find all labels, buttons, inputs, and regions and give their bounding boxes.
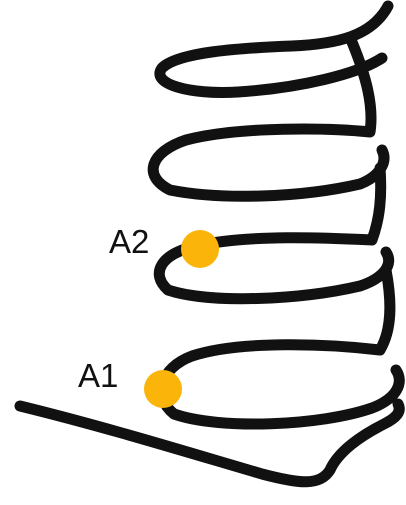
point-a1-marker — [144, 370, 182, 408]
point-a2-label: A2 — [109, 223, 149, 260]
point-a2-marker — [181, 230, 219, 268]
coil-spring — [14, 0, 405, 488]
coil-spring-path — [14, 0, 405, 488]
point-a1-label: A1 — [78, 357, 118, 394]
